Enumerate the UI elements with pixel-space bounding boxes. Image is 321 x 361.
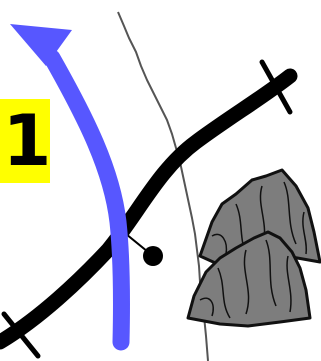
step-number-badge: 1 [0, 99, 50, 183]
rock-boulder-icon [188, 170, 320, 326]
marker-dot-icon [126, 234, 163, 266]
step-number-label: 1 [3, 106, 52, 176]
